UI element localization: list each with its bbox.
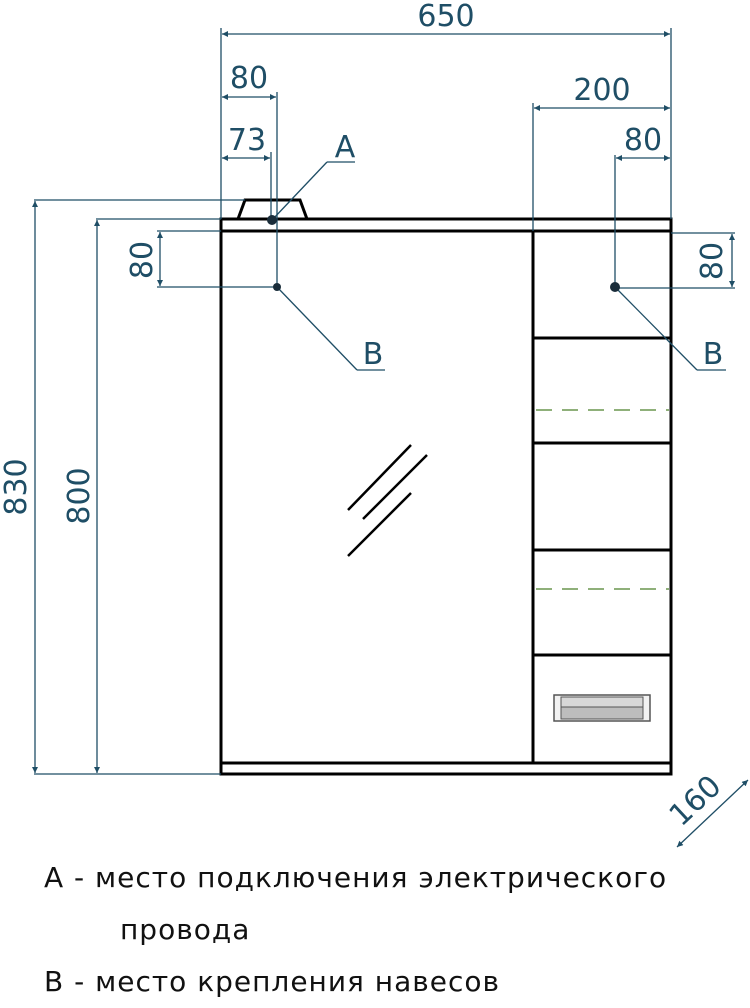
dim-right-section-width: 200 (573, 73, 630, 108)
legend: A - место подключения электрического про… (44, 852, 667, 1008)
dim-body-height: 800 (62, 467, 97, 524)
point-b-left-marker (273, 283, 281, 291)
cabinet-body (219, 198, 673, 776)
dim-right-vertical-offset-b: 80 (695, 242, 730, 280)
point-a-marker (267, 215, 277, 225)
label-point-b-left: B (363, 337, 384, 372)
dimension-lines (32, 28, 749, 848)
dim-left-offset-a: 73 (228, 123, 266, 158)
dim-total-height: 830 (0, 458, 34, 515)
label-point-a: A (335, 130, 356, 165)
drawer-handle (553, 694, 651, 722)
label-point-b-right: B (703, 337, 724, 372)
dim-left-offset-b: 80 (230, 61, 268, 96)
dim-right-offset-b: 80 (624, 123, 662, 158)
mirror-glare-icon (347, 444, 428, 557)
dim-left-vertical-offset-b: 80 (125, 241, 160, 279)
glass-shelves (536, 409, 669, 590)
dim-depth: 160 (663, 769, 729, 834)
legend-line-b: B - место крепления навесов (44, 965, 501, 998)
dim-overall-width: 650 (417, 0, 474, 34)
legend-line-a: A - место подключения электрического (44, 861, 668, 894)
legend-line-a-cont: провода (120, 913, 251, 946)
point-b-right-marker (610, 282, 620, 292)
